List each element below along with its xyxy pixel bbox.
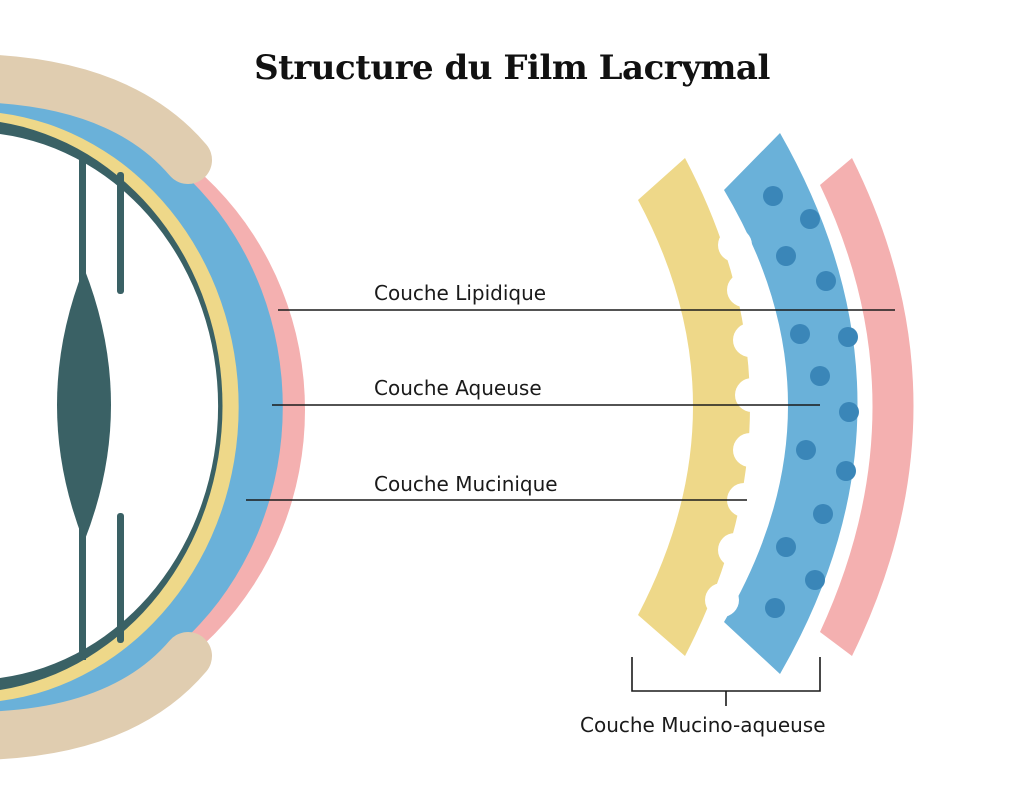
aqueous-dot: [810, 366, 830, 386]
aqueous-dot: [805, 570, 825, 590]
eye-cross-section: [0, 95, 305, 725]
lower-eyelid: [0, 632, 212, 760]
label-mucin-layer: Couche Mucinique: [374, 472, 558, 496]
aqueous-dot: [776, 537, 796, 557]
aqueous-dot: [763, 186, 783, 206]
diagram-title: Structure du Film Lacrymal: [254, 48, 770, 88]
aqueous-dot: [816, 271, 836, 291]
aqueous-dot: [836, 461, 856, 481]
lipid-layer-band: [820, 158, 914, 656]
mucin-notch: [735, 378, 769, 412]
label-mucoaqueous-layer: Couche Mucino-aqueuse: [580, 713, 826, 737]
eye-lens: [57, 268, 111, 542]
ciliary-line-right-upper: [117, 172, 124, 294]
mucin-band-body: [638, 158, 750, 656]
aqueous-dot: [839, 402, 859, 422]
aqueous-layer-band: [724, 133, 858, 674]
mucin-notch: [718, 228, 752, 262]
aqueous-dot: [838, 327, 858, 347]
aqueous-dot: [796, 440, 816, 460]
mucin-notch: [733, 323, 767, 357]
mucin-notch: [727, 273, 761, 307]
label-lipid-layer: Couche Lipidique: [374, 281, 547, 305]
aqueous-dot: [765, 598, 785, 618]
mucin-notch: [718, 533, 752, 567]
label-aqueous-layer: Couche Aqueuse: [374, 376, 542, 400]
aqueous-dots: [763, 186, 859, 618]
aqueous-dot: [800, 209, 820, 229]
mucin-notch: [733, 433, 767, 467]
ciliary-line-right-lower: [117, 513, 124, 643]
mucoaqueous-bracket: [631, 657, 821, 706]
upper-eyelid: [0, 55, 212, 184]
eye-lens-structure: [57, 155, 124, 660]
aqueous-dot: [813, 504, 833, 524]
aqueous-dot: [790, 324, 810, 344]
mucin-notch: [705, 583, 739, 617]
mucin-layer-band: [638, 158, 769, 656]
aqueous-dot: [776, 246, 796, 266]
